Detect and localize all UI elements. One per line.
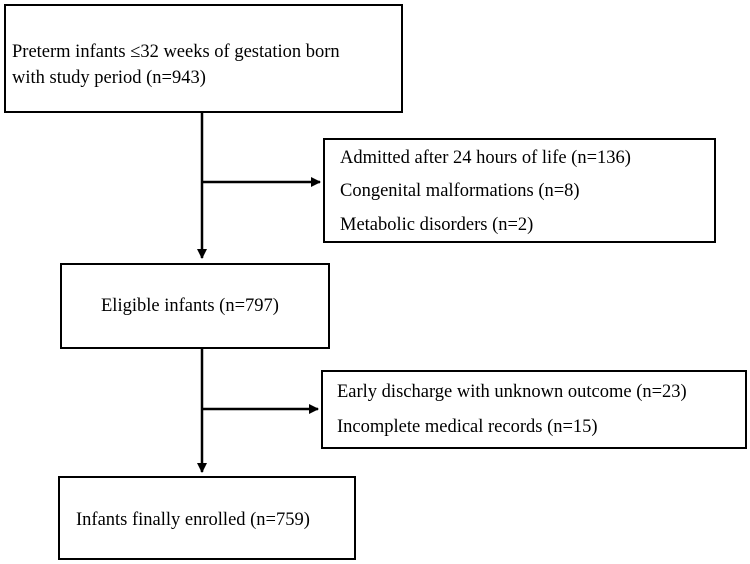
box-infants-enrolled-label: Infants finally enrolled (n=759)	[76, 510, 310, 530]
box-preterm-infants-line-1: Preterm infants ≤32 weeks of gestation b…	[12, 42, 340, 62]
box-exclusion-2: Early discharge with unknown outcome (n=…	[321, 370, 747, 449]
box-eligible-infants-label: Eligible infants (n=797)	[101, 296, 279, 316]
box-exclusion-1: Admitted after 24 hours of life (n=136) …	[323, 138, 716, 243]
box-preterm-infants-line-2: with study period (n=943)	[12, 68, 206, 88]
exclusion-2-item-early-discharge: Early discharge with unknown outcome (n=…	[337, 382, 687, 402]
box-preterm-infants: Preterm infants ≤32 weeks of gestation b…	[4, 4, 403, 113]
exclusion-2-item-incomplete-records: Incomplete medical records (n=15)	[337, 417, 598, 437]
box-eligible-infants: Eligible infants (n=797)	[60, 263, 330, 349]
exclusion-1-item-congenital-malformations: Congenital malformations (n=8)	[340, 181, 580, 201]
exclusion-1-item-admitted-late: Admitted after 24 hours of life (n=136)	[340, 148, 631, 168]
exclusion-1-item-metabolic-disorders: Metabolic disorders (n=2)	[340, 215, 534, 235]
box-infants-enrolled: Infants finally enrolled (n=759)	[58, 476, 356, 560]
